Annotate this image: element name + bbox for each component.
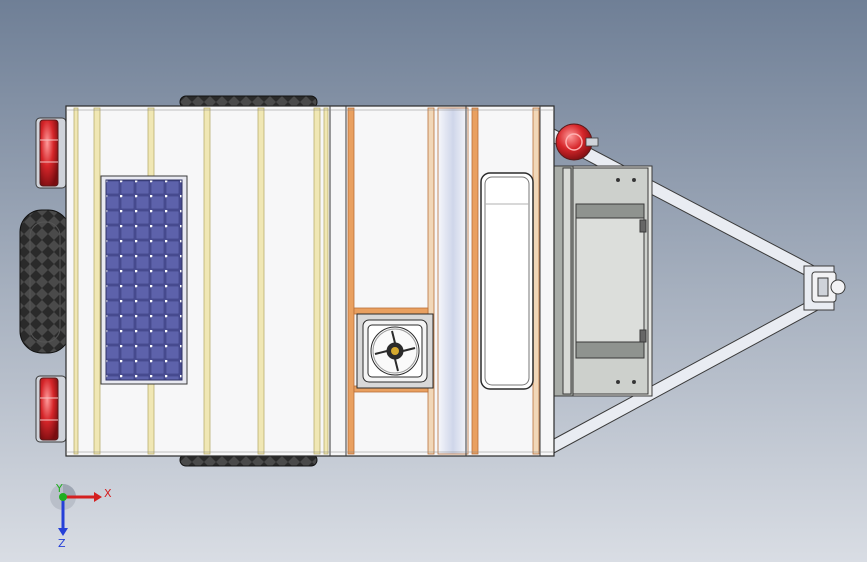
roof-vent-fan xyxy=(356,313,434,389)
coordinate-triad: X Y Z xyxy=(50,482,112,550)
tail-light-top xyxy=(35,117,67,189)
roof-frame-middle xyxy=(347,107,540,455)
axis-z-label: Z xyxy=(58,537,66,550)
roof-window xyxy=(480,172,534,390)
tail-light-bottom xyxy=(35,375,67,443)
axis-x-label: X xyxy=(104,487,112,500)
solar-panel xyxy=(100,175,188,385)
axis-y-label: Y xyxy=(55,482,63,495)
spare-tyre xyxy=(19,209,71,354)
front-toolbox xyxy=(552,165,653,397)
hitch-coupler xyxy=(811,271,846,303)
jockey-wheel-lamp xyxy=(555,123,599,161)
